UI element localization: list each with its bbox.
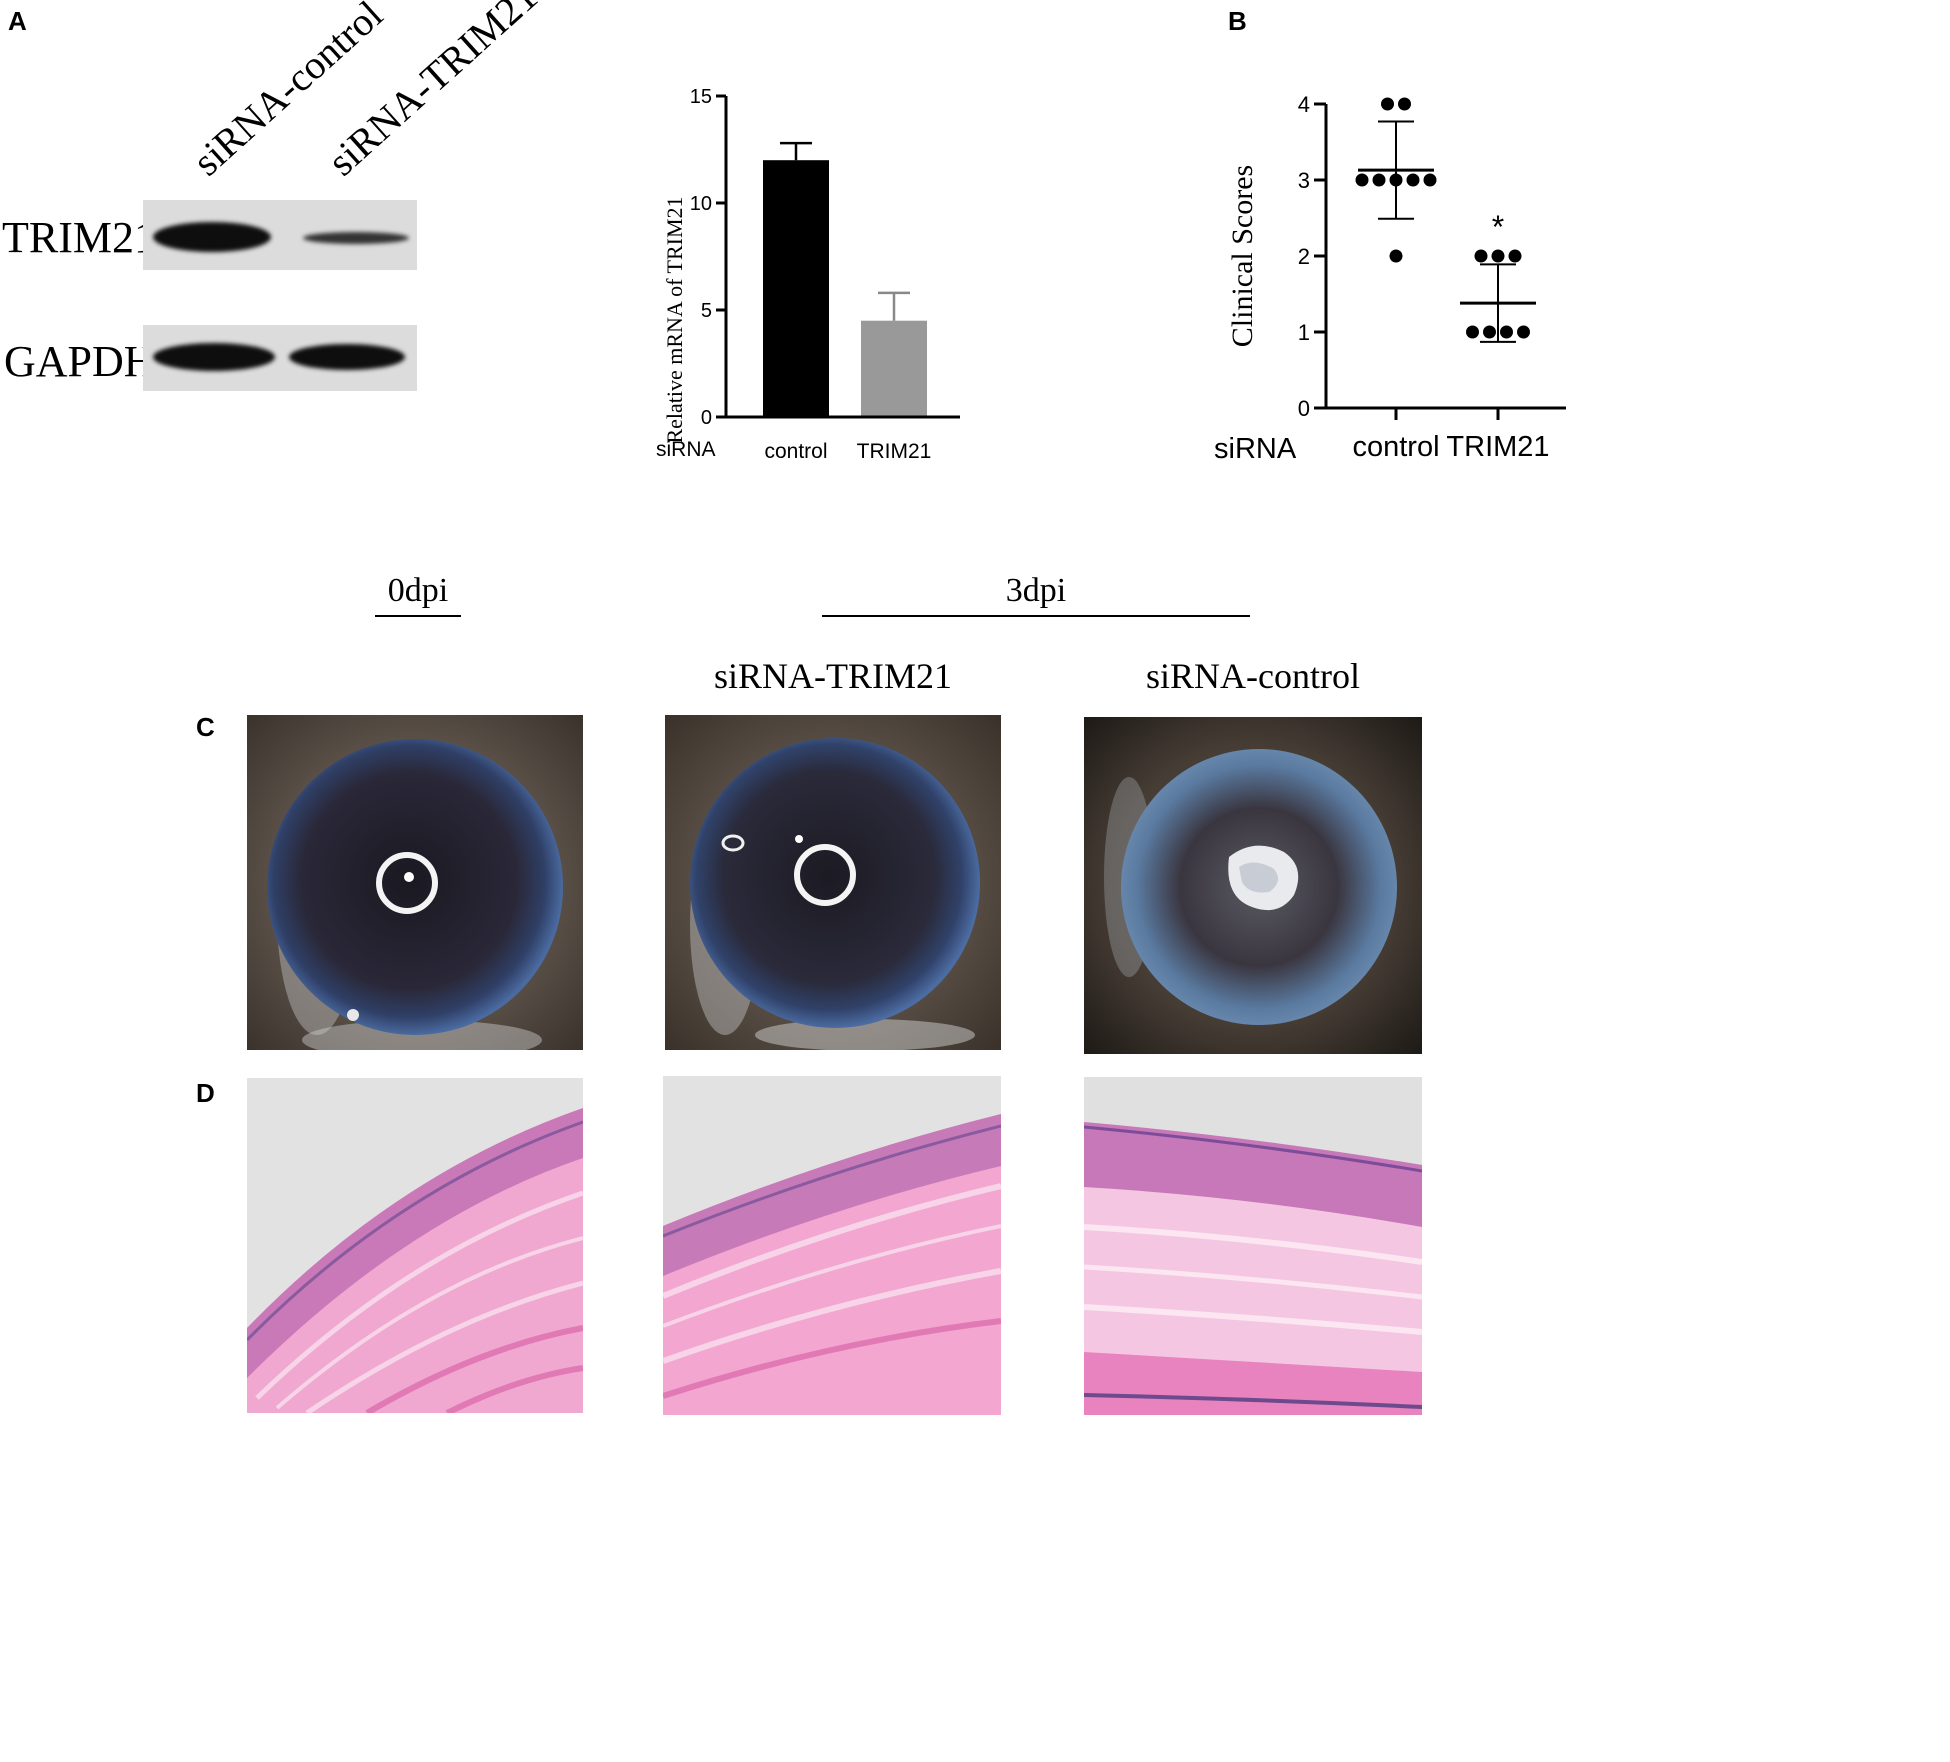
scatter-point-control — [1389, 249, 1403, 263]
band-trim21-control — [153, 222, 271, 252]
scatter-point-trim21 — [1483, 325, 1496, 339]
scatter-point-trim21 — [1491, 249, 1505, 263]
scatter-category-label: TRIM21 — [1446, 431, 1549, 463]
bar-control — [763, 160, 829, 416]
bar-chart-ytick-label: 5 — [701, 300, 712, 322]
scatter-chart-ytick-label: 1 — [1298, 320, 1310, 345]
eye-photo-sirna-trim21 — [665, 715, 1001, 1050]
bar-chart-ytick-label: 10 — [690, 193, 712, 215]
band-trim21-sirna — [303, 232, 409, 244]
column-label-sirna-control: siRNA-control — [1146, 656, 1360, 696]
bar-chart-mrna: Relative mRNA of TRIM21 siRNA 0 5 10 15 cont… — [656, 86, 960, 463]
scatter-chart-xlabel: siRNA — [1214, 433, 1297, 465]
scatter-chart-ytick-label: 4 — [1298, 92, 1310, 117]
bar-chart-ytick-label: 0 — [701, 407, 712, 429]
significance-asterisk: * — [1492, 209, 1504, 245]
histology-0dpi — [247, 1078, 583, 1413]
scatter-category-label: control — [1352, 431, 1439, 463]
blot-strip-gapdh — [143, 325, 417, 391]
scatter-point-control — [1398, 97, 1411, 111]
blot-strip-trim21 — [143, 200, 417, 270]
eye-photo-sirna-control — [1084, 717, 1422, 1054]
timepoint-3dpi-underline — [822, 615, 1250, 617]
scatter-chart-ytick-label: 0 — [1298, 396, 1310, 421]
scatter-point-control — [1423, 173, 1437, 187]
panel-label-b: B — [1228, 6, 1247, 36]
band-gapdh-sirna — [289, 344, 405, 370]
bar-category-label: TRIM21 — [857, 440, 932, 463]
scatter-chart-ytick-label: 3 — [1298, 168, 1310, 193]
scatter-chart-ytick-label: 2 — [1298, 244, 1310, 269]
blot-row-label-gapdh: GAPDH — [4, 337, 156, 386]
blot-row-label-trim21: TRIM21 — [2, 213, 156, 262]
panel-label-d: D — [196, 1078, 215, 1108]
column-label-sirna-trim21: siRNA-TRIM21 — [713, 656, 952, 696]
histology-sirna-trim21 — [663, 1076, 1001, 1415]
band-gapdh-control — [153, 343, 275, 371]
bar-chart-xlabel: siRNA — [656, 438, 716, 461]
scatter-point-trim21 — [1474, 249, 1488, 263]
timepoint-0dpi: 0dpi — [387, 572, 449, 609]
scatter-point-control — [1406, 173, 1420, 187]
bar-category-label: control — [764, 440, 827, 463]
panel-label-a: A — [8, 6, 27, 36]
bar-trim21 — [861, 320, 927, 416]
scatter-point-trim21 — [1517, 325, 1530, 339]
scatter-chart-ylabel: Clinical Scores — [1226, 165, 1259, 347]
timepoint-3dpi: 3dpi — [1005, 572, 1067, 609]
bar-chart-ytick-label: 15 — [690, 86, 712, 108]
bar-chart-ylabel: Relative mRNA of TRIM21 — [662, 196, 687, 443]
scatter-point-trim21 — [1500, 325, 1513, 339]
scatter-point-trim21 — [1508, 249, 1522, 263]
eye-photo-0dpi — [247, 715, 583, 1050]
histology-sirna-control — [1084, 1077, 1422, 1415]
scatter-point-trim21 — [1466, 325, 1479, 339]
timepoint-0dpi-underline — [375, 615, 461, 617]
panel-label-c: C — [196, 712, 215, 742]
scatter-point-control — [1372, 173, 1386, 187]
scatter-point-control — [1381, 97, 1394, 111]
scatter-point-control — [1355, 173, 1369, 187]
